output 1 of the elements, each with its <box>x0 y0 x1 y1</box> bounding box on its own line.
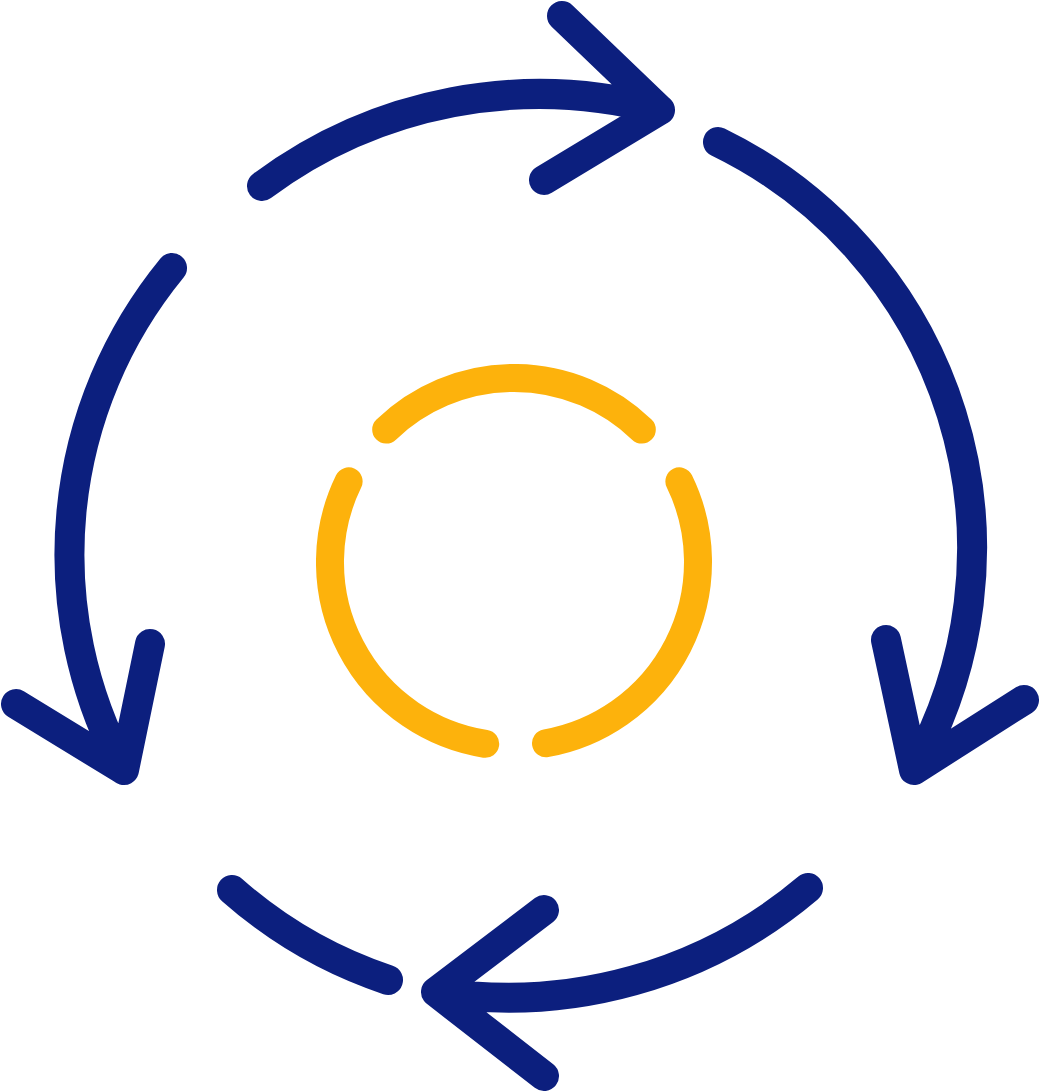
dashed-ring <box>316 364 712 760</box>
